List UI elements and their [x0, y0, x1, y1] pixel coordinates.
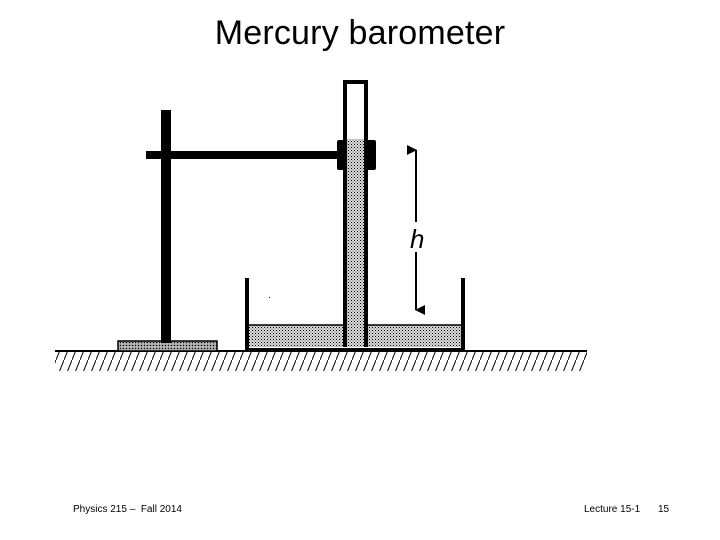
slide-title: Mercury barometer	[214, 14, 506, 52]
dish-walls	[245, 278, 465, 352]
height-label-backdrop	[405, 222, 429, 252]
tube-mercury-column	[345, 139, 366, 347]
height-arrow: h	[405, 145, 429, 315]
footer-course: Physics 215 – Fall 2014	[73, 504, 182, 515]
stand-pole	[161, 110, 171, 343]
tube-vacuum-space	[345, 82, 366, 139]
barometer-tube	[343, 80, 368, 347]
support-arm	[146, 151, 342, 159]
ground	[55, 350, 587, 371]
tube-walls	[343, 80, 368, 347]
footer-page-number: 15	[658, 504, 670, 515]
ground-hatching	[55, 352, 587, 371]
speck	[269, 297, 270, 298]
footer-lecture: Lecture 15-1	[584, 504, 641, 515]
height-label: h	[410, 224, 424, 254]
